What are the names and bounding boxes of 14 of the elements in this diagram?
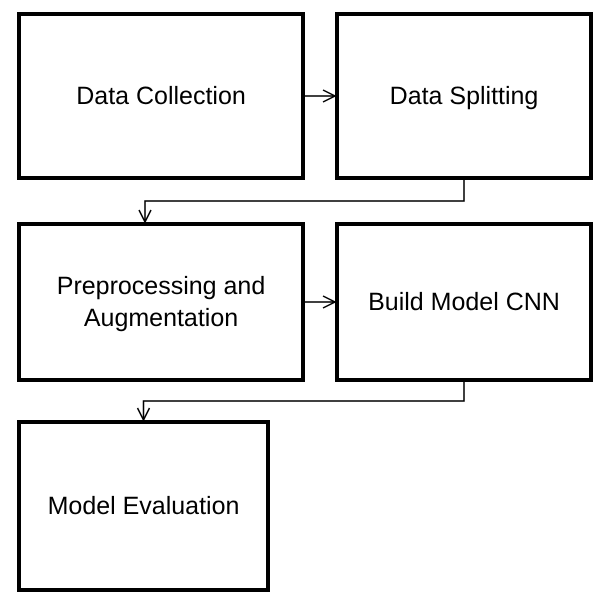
process-box xyxy=(17,222,305,382)
process-box xyxy=(17,12,305,180)
process-box xyxy=(335,222,593,382)
arrow xyxy=(305,295,336,309)
box-label: Model Evaluation xyxy=(46,490,240,522)
process-box xyxy=(17,420,270,592)
box-label: Data Splitting xyxy=(388,80,540,112)
process-box xyxy=(335,12,593,180)
arrow xyxy=(136,382,465,421)
arrow xyxy=(305,89,336,103)
arrow xyxy=(138,180,465,223)
box-label: Preprocessing and Augmentation xyxy=(56,270,266,334)
box-label: Data Collection xyxy=(75,80,247,112)
box-label: Build Model CNN xyxy=(367,286,561,318)
